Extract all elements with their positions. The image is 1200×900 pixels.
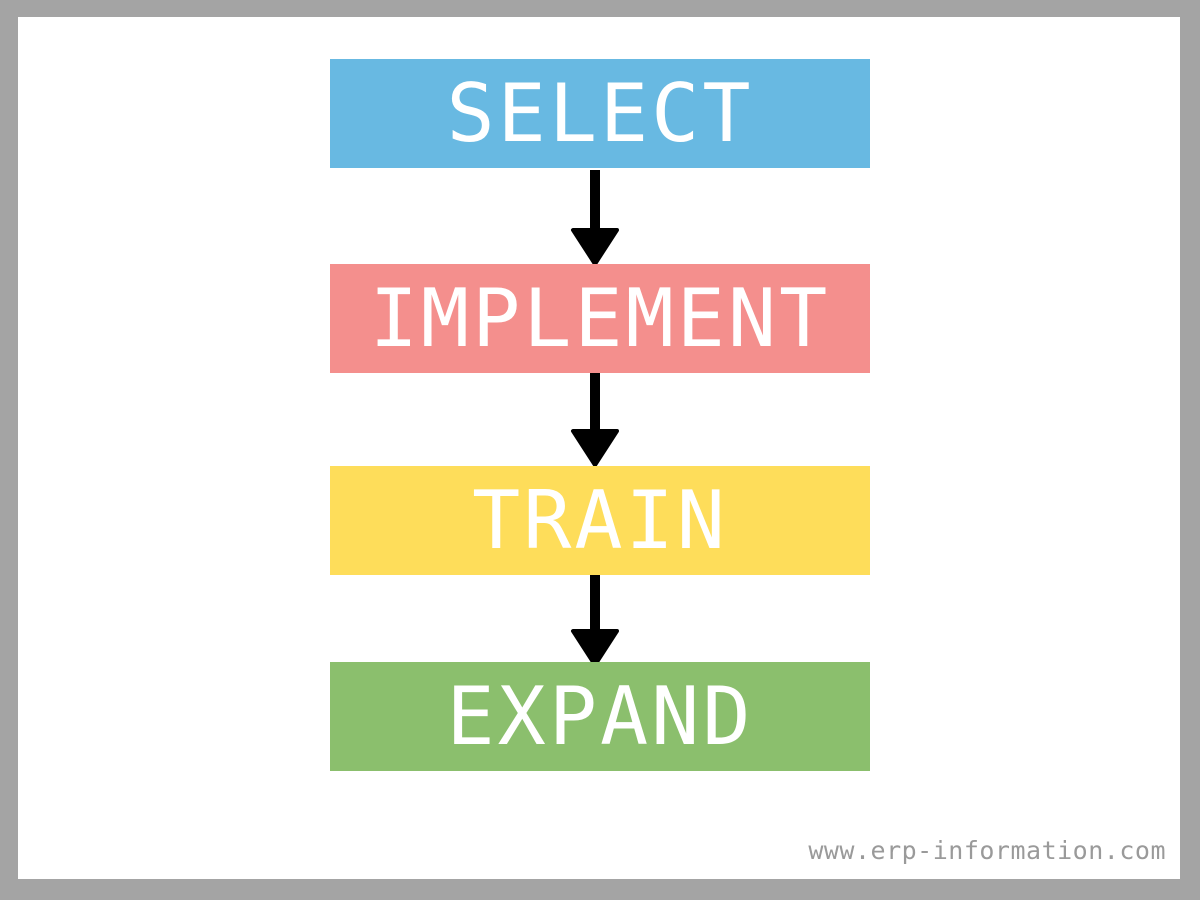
arrow-down-icon: [571, 373, 619, 467]
watermark-url: www.erp-information.com: [808, 836, 1166, 865]
arrow-down-icon: [571, 575, 619, 667]
step-select-label: SELECT: [446, 66, 754, 160]
step-train-label: TRAIN: [472, 473, 728, 567]
arrow-down-icon: [571, 170, 619, 266]
step-train-box: TRAIN: [330, 466, 870, 575]
step-expand-box: EXPAND: [330, 662, 870, 771]
step-implement-label: IMPLEMENT: [369, 271, 831, 365]
step-implement-box: IMPLEMENT: [330, 264, 870, 373]
step-expand-label: EXPAND: [446, 669, 754, 763]
step-select-box: SELECT: [330, 59, 870, 168]
